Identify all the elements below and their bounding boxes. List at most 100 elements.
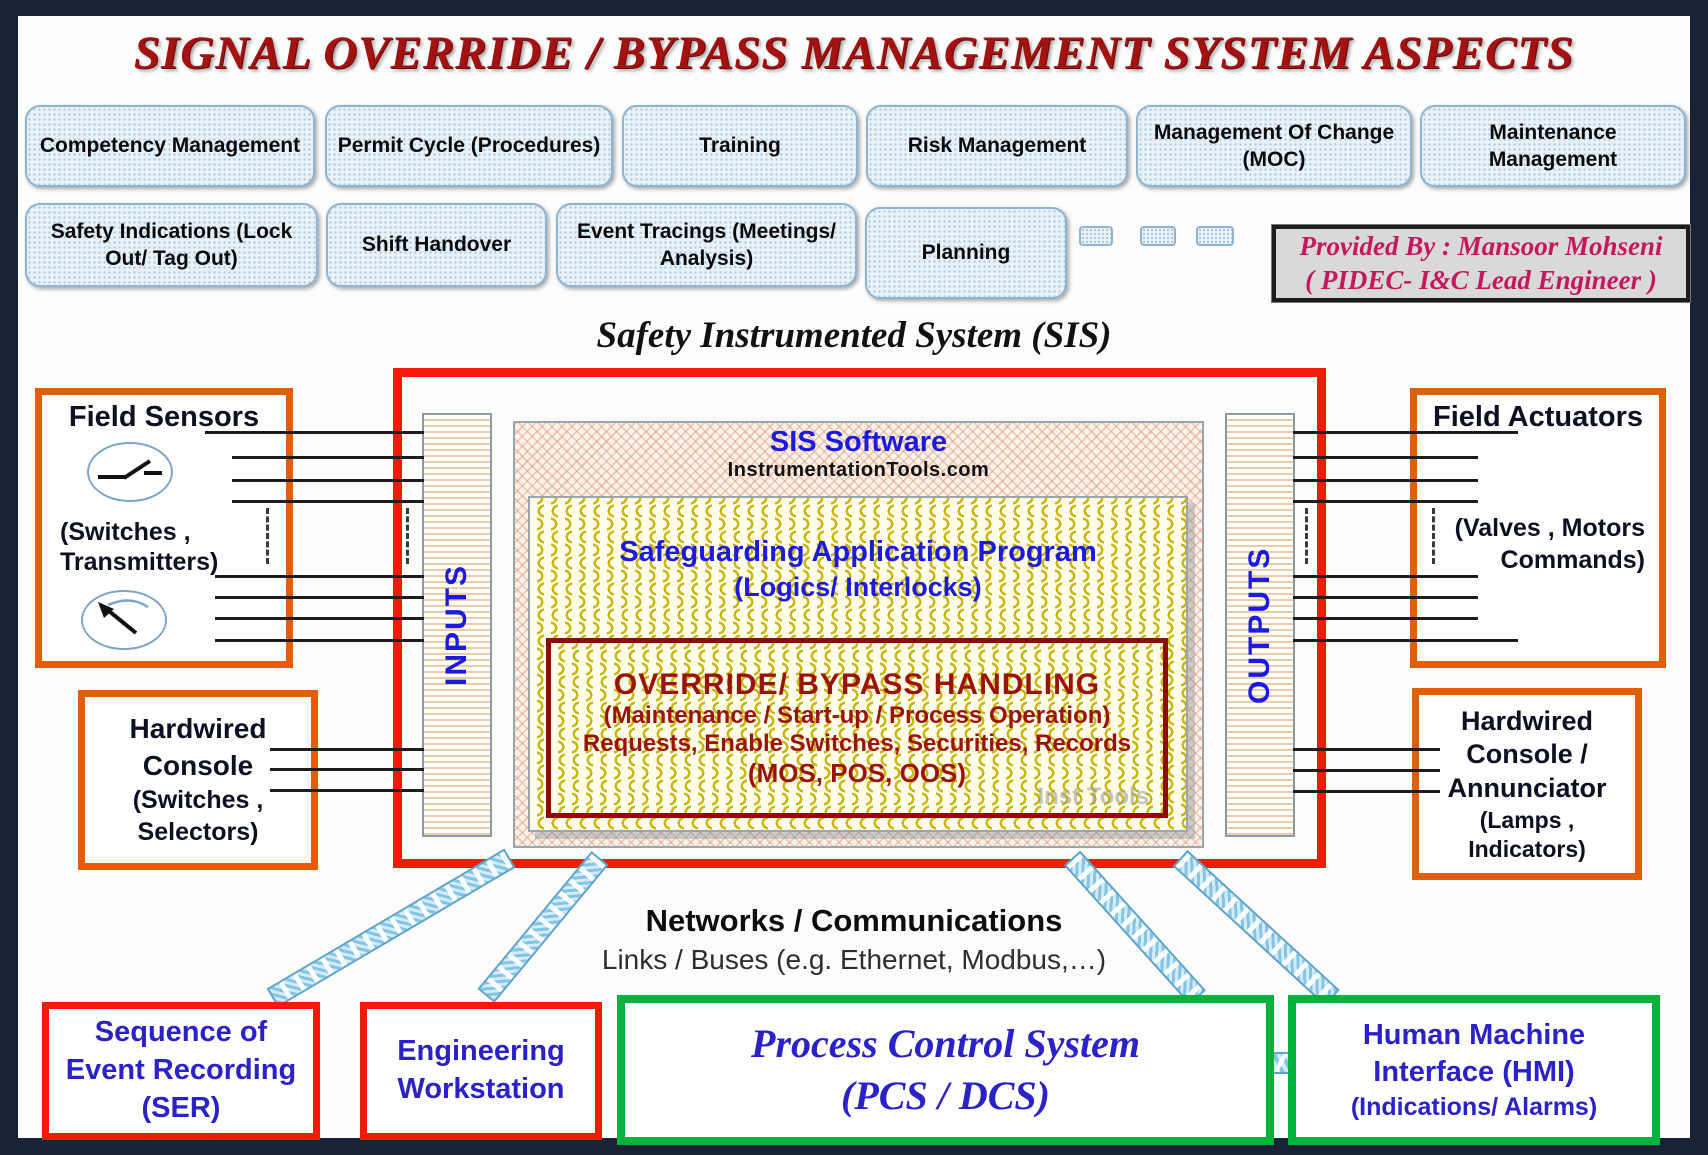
aspect-box-shift-handover: Shift Handover: [326, 203, 547, 287]
hmi-line2: Interface (HMI): [1373, 1056, 1575, 1089]
field-actuators-sub1: (Valves , Motors: [1454, 514, 1645, 542]
ser-box: Sequence of Event Recording (SER): [42, 1002, 320, 1140]
aspect-box-event-tracings: Event Tracings (Meetings/ Analysis): [556, 203, 857, 287]
mini-dotted-box: [1196, 226, 1234, 246]
field-sensors-sub1: (Switches ,: [60, 518, 191, 546]
signal-wire: [215, 639, 424, 642]
override-bypass-handling-box: OVERRIDE/ BYPASS HANDLING (Maintenance /…: [546, 638, 1168, 818]
wire-continuation-dashes: [266, 508, 269, 564]
signal-wire: [215, 596, 424, 599]
hw-left-line3: (Switches ,: [132, 785, 264, 814]
aspect-box-competency-management: Competency Management: [25, 105, 315, 187]
aspect-box-maintenance-management: Maintenance Management: [1420, 105, 1686, 187]
inputs-strip: INPUTS: [422, 413, 492, 837]
aspect-box-risk-management: Risk Management: [866, 105, 1128, 187]
signal-wire: [232, 500, 424, 503]
hmi-box: Human Machine Interface (HMI) (Indicatio…: [1288, 995, 1660, 1145]
field-sensors-title: Field Sensors: [68, 401, 260, 433]
console-wire: [1293, 790, 1440, 793]
aspect-label: Risk Management: [907, 134, 1087, 158]
signal-wire: [215, 575, 424, 578]
signal-wire: [1293, 456, 1478, 459]
sis-software-title: SIS Software: [769, 426, 948, 458]
provided-by-line2: ( PIDEC- I&C Lead Engineer ): [1305, 264, 1657, 295]
signal-wire: [1293, 431, 1518, 434]
console-wire: [1293, 769, 1440, 772]
provided-by-box: Provided By : Mansoor Mohseni ( PIDEC- I…: [1272, 225, 1690, 302]
field-sensors-sub2: Transmitters): [60, 548, 219, 576]
console-wire: [270, 768, 424, 771]
gauge-icon: [81, 590, 167, 650]
hw-right-line5: Indicators): [1468, 835, 1586, 862]
hw-left-line1: Hardwired: [129, 713, 267, 745]
mini-dotted-box: [1079, 226, 1113, 246]
page-title: SIGNAL OVERRIDE / BYPASS MANAGEMENT SYST…: [133, 27, 1575, 79]
inst-tools-watermark: Inst Tools: [1037, 783, 1149, 810]
ser-label: Sequence of Event Recording (SER): [65, 1016, 297, 1124]
signal-wire: [1293, 617, 1478, 620]
signal-wire: [1293, 596, 1478, 599]
pcs-line1: Process Control System: [751, 1021, 1140, 1066]
engineering-workstation-label: Engineering Workstation: [397, 1035, 565, 1105]
outputs-strip: OUTPUTS: [1225, 413, 1295, 837]
aspect-label: Competency Management: [39, 134, 301, 158]
aspect-label: Maintenance Management: [1488, 120, 1618, 171]
networks-title: Networks / Communications: [645, 903, 1063, 938]
sis-section-title: Safety Instrumented System (SIS): [596, 315, 1112, 356]
networks-subtitle: Links / Buses (e.g. Ethernet, Modbus,…): [601, 944, 1107, 975]
hw-right-line2: Console /: [1466, 739, 1588, 770]
hw-right-line3: Annunciator: [1447, 773, 1607, 804]
signal-wire: [1293, 500, 1478, 503]
signal-wire: [232, 456, 424, 459]
signal-wire: [205, 431, 424, 434]
override-title: OVERRIDE/ BYPASS HANDLING: [613, 667, 1101, 701]
mini-dotted-box: [1140, 226, 1176, 246]
aspect-label: Management Of Change (MOC): [1153, 120, 1395, 171]
wire-continuation-dashes: [1305, 508, 1308, 564]
console-wire: [270, 789, 424, 792]
signal-wire: [215, 617, 424, 620]
hw-left-line4: Selectors): [137, 818, 259, 847]
aspect-box-safety-indications: Safety Indications (Lock Out/ Tag Out): [25, 203, 318, 287]
hw-left-line2: Console: [142, 749, 254, 781]
aspect-label: Training: [699, 134, 781, 158]
safeguarding-line1: Safeguarding Application Program: [619, 536, 1097, 568]
wire-continuation-dashes: [1432, 508, 1435, 564]
pcs-box: Process Control System (PCS / DCS): [617, 995, 1274, 1145]
aspect-label: Safety Indications (Lock Out/ Tag Out): [50, 219, 293, 270]
safeguarding-line2: (Logics/ Interlocks): [734, 572, 982, 602]
instrumentationtools-watermark: InstrumentationTools.com: [727, 459, 990, 481]
console-wire: [270, 748, 424, 751]
outputs-label: OUTPUTS: [1243, 546, 1276, 704]
hw-right-line4: (Lamps ,: [1479, 806, 1575, 833]
pcs-line2: (PCS / DCS): [841, 1073, 1050, 1118]
console-wire: [1293, 748, 1440, 751]
hardwired-annunciator-box: Hardwired Console / Annunciator (Lamps ,…: [1412, 688, 1642, 880]
aspect-label: Shift Handover: [361, 233, 512, 257]
signal-wire: [1293, 575, 1478, 578]
aspect-box-planning: Planning: [865, 207, 1067, 299]
field-actuators-title: Field Actuators: [1432, 401, 1643, 433]
signal-wire: [232, 479, 424, 482]
provided-by-line1: Provided By : Mansoor Mohseni: [1299, 230, 1663, 261]
signal-wire: [1293, 479, 1478, 482]
field-sensors-box: Field Sensors (Switches , Transmitters): [35, 388, 293, 668]
engineering-workstation-box: Engineering Workstation: [360, 1002, 602, 1140]
aspect-box-permit-cycle: Permit Cycle (Procedures): [325, 105, 613, 187]
aspect-label: Permit Cycle (Procedures): [337, 134, 601, 158]
switch-icon: [87, 442, 173, 502]
aspect-label: Planning: [921, 241, 1011, 265]
override-line2: (Maintenance / Start-up / Process Operat…: [603, 701, 1111, 729]
field-actuators-box: Field Actuators (Valves , Motors Command…: [1410, 388, 1666, 668]
aspect-label: Event Tracings (Meetings/ Analysis): [576, 219, 837, 270]
wire-continuation-dashes: [406, 508, 409, 564]
hw-right-line1: Hardwired: [1460, 705, 1594, 736]
override-line3: Requests, Enable Switches, Securities, R…: [582, 729, 1132, 757]
override-line4: (MOS, POS, OOS): [747, 757, 967, 788]
hardwired-console-box: Hardwired Console (Switches , Selectors): [78, 690, 318, 870]
signal-wire: [1293, 639, 1518, 642]
inputs-label: INPUTS: [440, 564, 473, 687]
aspect-box-training: Training: [622, 105, 858, 187]
hmi-line3: (Indications/ Alarms): [1350, 1093, 1598, 1122]
